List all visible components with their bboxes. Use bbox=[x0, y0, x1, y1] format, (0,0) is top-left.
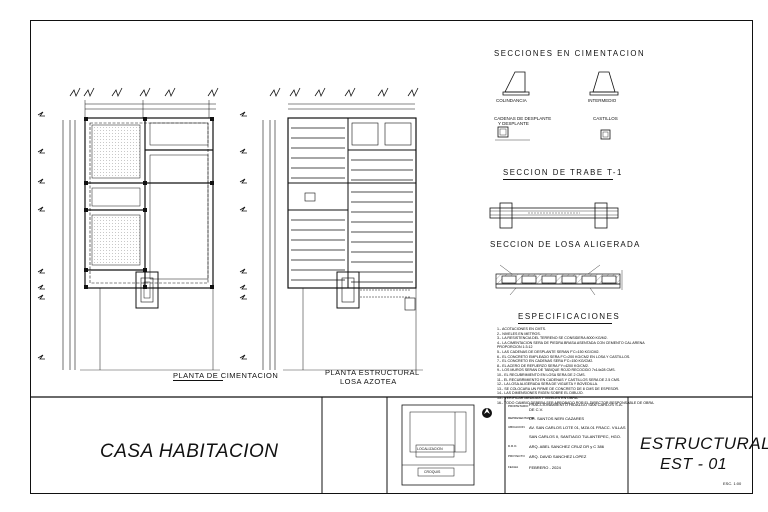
spec-line: 4.- LA CIMENTACION SERA DE PIEDRA BRASA … bbox=[497, 340, 645, 345]
spec-line: 13.- SE COLOCARA UN FIRME DE CONCRETO DE… bbox=[497, 386, 620, 391]
spec-line: 9.- LOS MUROS SERAN DE TABIQUE ROJO RECO… bbox=[497, 368, 616, 373]
info-row: PROPIETARIO FRACCIONAMIENTO HIDALGO SAN … bbox=[508, 400, 626, 413]
info-value: FRACCIONAMIENTO HIDALGO SAN CARLOS S.A. … bbox=[529, 401, 623, 412]
north-arrow-icon bbox=[482, 408, 492, 418]
section-colindancia-label: COLINDANCIA bbox=[496, 98, 527, 103]
project-info-block: PROPIETARIO FRACCIONAMIENTO HIDALGO SAN … bbox=[508, 400, 626, 473]
spec-line: 3.- LA RESISTENCIA DEL TERRENO SE CONSID… bbox=[497, 336, 608, 341]
info-row: FECHA FEBRERO - 2024 bbox=[508, 461, 626, 473]
info-key: D.R.O. bbox=[508, 443, 518, 448]
spec-line: 7.- EL CONCRETO EN CADENAS SERA F'C=150 … bbox=[497, 359, 594, 364]
spec-line: 8.- EL ACERO DE REFUERZO SERA FY=4200 KG… bbox=[497, 363, 589, 368]
info-row: REPRESENTANTE DR. SANTOS NERI CAZARES bbox=[508, 413, 626, 423]
cadena-label-2: Y DESPLANTE bbox=[498, 121, 529, 126]
spec-line: 15.- VERIFICAR MEDIDAS Y NIVELES EN OBRA… bbox=[497, 395, 579, 400]
spec-line: 14.- LAS DIMENSIONES RIGEN SOBRE EL DIBU… bbox=[497, 391, 584, 396]
spec-line: 11.- EL RECUBRIMIENTO EN CADENAS Y CASTI… bbox=[497, 377, 621, 382]
section-intermedio-label: INTERMEDIO bbox=[588, 98, 617, 103]
spec-line: 10.- EL RECUBRIMIENTO EN LOSA SERA DE 2 … bbox=[497, 372, 586, 377]
info-row: SAN CARLOS II, SANTIAGO TULANTEPEC, HGO. bbox=[508, 431, 626, 441]
keyplan-label-2: CROQUIS bbox=[424, 470, 441, 474]
key-plan bbox=[401, 404, 475, 486]
spec-line: 2.- NIVELES EN METROS. bbox=[497, 331, 541, 336]
info-row: PROYECTO ARQ. DAVID SANCHEZ LOPEZ bbox=[508, 451, 626, 461]
info-value: AV. SAN CARLOS LOTE 01, MZA 01 FRACC. VI… bbox=[529, 424, 626, 430]
beam-section bbox=[489, 202, 619, 229]
scale-label: ESC. 1:00 bbox=[723, 481, 742, 486]
spec-line: 5.- LAS CADENAS DE DESPLANTE SERAN F'C=1… bbox=[497, 349, 600, 354]
info-row: UBICACION AV. SAN CARLOS LOTE 01, MZA 01… bbox=[508, 423, 626, 431]
spec-line: 6.- EL CONCRETO EMPLEADO SERA F'C=200 KG… bbox=[497, 354, 631, 359]
foundation-sections bbox=[495, 71, 619, 141]
spec-line: 1.- ACOTACIONES EN CMTS. bbox=[497, 327, 547, 331]
info-value: DR. SANTOS NERI CAZARES bbox=[529, 415, 585, 421]
roof-slab-plan bbox=[239, 87, 423, 371]
cadena-label-1: CADENAS DE DESPLANTE bbox=[494, 116, 552, 121]
sections-title: SECCIONES EN CIMENTACION bbox=[494, 49, 646, 58]
keyplan-label-1: LOCALIZACION bbox=[417, 447, 443, 451]
castillo-label: CASTILLOS bbox=[593, 116, 618, 121]
info-key: REPRESENTANTE bbox=[508, 415, 535, 420]
info-value: ARQ. ABEL SANCHEZ CRUZ DR y C 386 bbox=[529, 443, 604, 449]
title-underline bbox=[173, 380, 223, 381]
spec-line: 16.- TODO CAMBIO DEBERA SER APROBADO POR… bbox=[497, 400, 655, 405]
info-value: SAN CARLOS II, SANTIAGO TULANTEPEC, HGO. bbox=[529, 433, 621, 439]
roof-plan-title-line1: PLANTA ESTRUCTURAL bbox=[325, 368, 420, 377]
spec-title-underline bbox=[518, 323, 612, 324]
beam-title-underline bbox=[503, 179, 613, 180]
roof-plan-title-line2: LOSA AZOTEA bbox=[340, 377, 397, 386]
slab-section-title: SECCION DE LOSA ALIGERADA bbox=[490, 240, 641, 249]
drawing-sheet bbox=[30, 20, 753, 494]
info-key: UBICACION bbox=[508, 424, 525, 429]
foundation-plan-title: PLANTA DE CIMENTACION bbox=[173, 371, 279, 380]
info-key: FECHA bbox=[508, 464, 519, 469]
specifications-list: 1.- ACOTACIONES EN CMTS. 2.- NIVELES EN … bbox=[497, 327, 725, 405]
foundation-plan bbox=[37, 87, 220, 371]
spec-line: PROPORCION 1:3:12 bbox=[497, 345, 533, 350]
specifications-title: ESPECIFICACIONES bbox=[518, 312, 621, 321]
info-value: FEBRERO - 2024 bbox=[529, 464, 561, 470]
info-value: ARQ. DAVID SANCHEZ LOPEZ bbox=[529, 453, 587, 459]
info-key: PROYECTO bbox=[508, 453, 525, 458]
slab-section bbox=[495, 264, 623, 296]
spec-line: 12.- LA LOSA ALIGERADA SERA DE VIGUETA Y… bbox=[497, 382, 599, 387]
project-name: CASA HABITACION bbox=[100, 441, 279, 462]
sheet-number: EST - 01 bbox=[660, 456, 728, 473]
info-key: PROPIETARIO bbox=[508, 404, 529, 408]
info-row: D.R.O. ARQ. ABEL SANCHEZ CRUZ DR y C 386 bbox=[508, 441, 626, 451]
beam-section-title: SECCION DE TRABE T-1 bbox=[503, 168, 623, 177]
discipline-label: ESTRUCTURAL bbox=[640, 434, 768, 453]
